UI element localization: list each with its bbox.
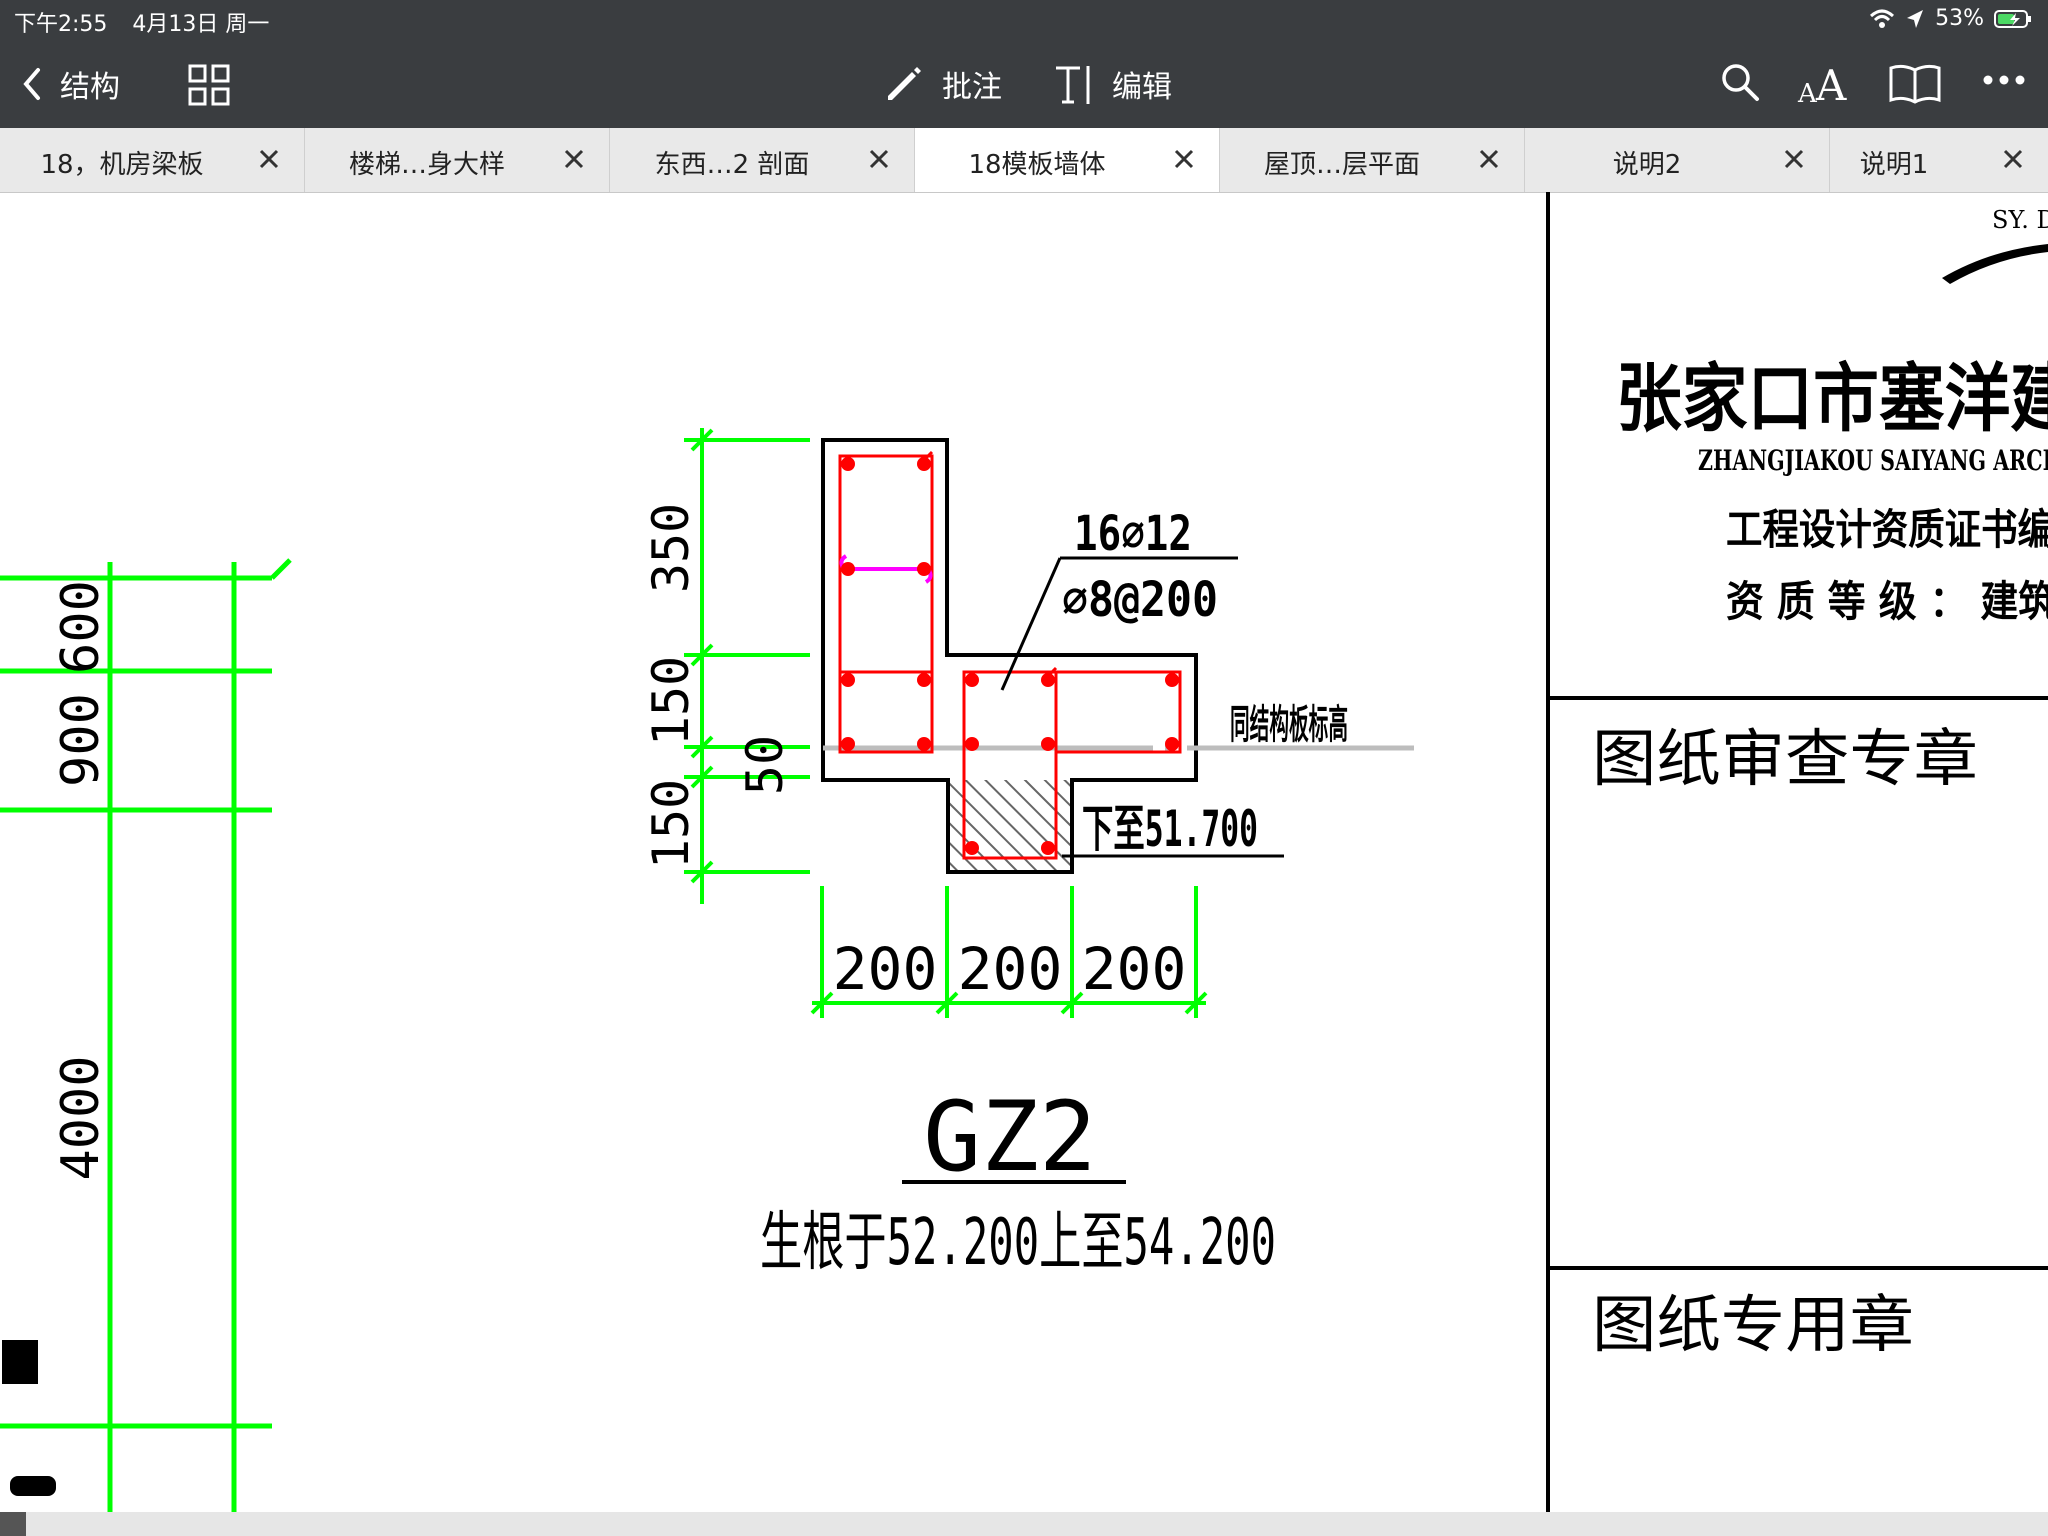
horizontal-dimension-labels: 200 200 200 (833, 935, 1187, 1003)
tab-5[interactable]: 屋顶…层平面 (1220, 128, 1525, 192)
font-size-small-a: A (1797, 79, 1818, 108)
edit-label: 编辑 (1112, 70, 1172, 105)
tab-label: 楼梯…身大样 (348, 150, 505, 180)
book-icon (1889, 64, 1941, 104)
logo-text: SY. D (1992, 206, 2048, 234)
toolbar: 结构 批注 编辑 A A (0, 40, 2048, 128)
back-button[interactable]: 结构 (22, 62, 120, 106)
dim-left-4000: 4000 (51, 1055, 111, 1180)
text-cursor-icon (1056, 66, 1090, 104)
dim-vert-150a: 150 (642, 656, 700, 746)
annotate-button[interactable]: 批注 (884, 62, 1002, 106)
close-icon[interactable] (1779, 142, 1809, 176)
annotate-label: 批注 (942, 70, 1002, 105)
rebar-callout: 16⌀12 ⌀8@200 (1000, 506, 1238, 691)
company-name-en: ZHANGJIAKOU SAIYANG ARCH (1698, 444, 2048, 477)
tab-label: 18，机房梁板 (40, 150, 204, 180)
rebar-points (841, 457, 1179, 855)
close-icon[interactable] (1998, 142, 2028, 176)
status-date: 4月13日 周一 (132, 12, 270, 37)
dim-left-900: 900 (51, 693, 111, 787)
font-size-large-a: A (1815, 61, 1847, 108)
search-button[interactable] (1720, 62, 1760, 102)
font-size-button[interactable]: A A (1796, 58, 1856, 108)
dim-horiz-200a: 200 (833, 935, 938, 1003)
font-size-icon: A A (1797, 61, 1847, 108)
thumbnails-button[interactable] (188, 64, 230, 106)
close-icon[interactable] (254, 142, 284, 176)
tab-6[interactable]: 说明2 (1525, 128, 1830, 192)
close-icon[interactable] (559, 142, 589, 176)
tab-label: 屋顶…层平面 (1263, 150, 1420, 180)
company-logo-swoosh (1942, 244, 2048, 284)
document-tabs: 18，机房梁板 楼梯…身大样 东西…2 剖面 18模板墙体 屋顶…层平面 说明2… (0, 128, 2048, 193)
dim-left-600: 600 (51, 580, 111, 674)
column-title: GZ2 (923, 1081, 1096, 1193)
reading-mode-button[interactable] (1888, 62, 1942, 104)
bottom-elevation-callout: 下至51.700 (1062, 800, 1284, 858)
dim-vert-350: 350 (642, 503, 700, 593)
close-icon[interactable] (1169, 142, 1199, 176)
horizontal-dimension (810, 886, 1208, 1018)
title-block: SY. D 张家口市塞洋建 ZHANGJIAKOU SAIYANG ARCH 工… (1546, 192, 2048, 1512)
status-left: 下午2:55 4月13日 周一 (14, 6, 269, 38)
dim-horiz-200b: 200 (958, 935, 1063, 1003)
tab-label: 说明2 (1612, 150, 1682, 180)
status-time: 下午2:55 (14, 12, 108, 37)
battery-icon (1994, 9, 2031, 28)
certificate-line: 工程设计资质证书编 (1726, 505, 2048, 554)
more-icon (1983, 75, 2025, 85)
pencil-icon (888, 67, 921, 100)
tab-label: 东西…2 剖面 (654, 150, 810, 180)
dim-horiz-200c: 200 (1082, 935, 1187, 1003)
more-button[interactable] (1982, 70, 2026, 90)
search-icon (1722, 64, 1759, 101)
tab-label: 说明1 (1859, 150, 1929, 180)
back-label: 结构 (60, 70, 120, 105)
cropped-annotation (2, 1340, 56, 1496)
special-stamp-label: 图纸专用章 (1592, 1288, 1914, 1361)
tab-4[interactable]: 18模板墙体 (915, 128, 1220, 192)
tab-2[interactable]: 楼梯…身大样 (305, 128, 610, 192)
status-right: 53% (1869, 6, 2034, 31)
status-bar: 下午2:55 4月13日 周一 53% (0, 0, 2048, 40)
company-name: 张家口市塞洋建 (1616, 356, 2048, 442)
edit-button[interactable]: 编辑 (1054, 62, 1172, 106)
scroll-knob[interactable] (0, 1512, 26, 1536)
bottom-scroll-strip[interactable] (0, 1512, 2048, 1536)
column-range: 生根于52.200上至54.200 (760, 1206, 1276, 1280)
battery-percent: 53% (1935, 6, 1984, 31)
grade-line: 资 质 等 级 ： 建筑 (1726, 577, 2048, 626)
tab-3[interactable]: 东西…2 剖面 (610, 128, 915, 192)
review-stamp-label: 图纸审查专章 (1592, 722, 1978, 795)
close-icon[interactable] (864, 142, 894, 176)
left-elevation-grid (0, 558, 292, 1512)
location-icon (1907, 9, 1924, 28)
rebar-main-label: 16⌀12 (1074, 506, 1192, 562)
wifi-icon (1870, 9, 1895, 28)
grid-icon (188, 64, 230, 106)
vertical-dimension (684, 428, 810, 904)
column-outline (821, 438, 1198, 874)
drawing-canvas[interactable]: 600 900 4000 350 150 50 150 (0, 192, 2048, 1512)
chevron-left-icon (23, 68, 40, 100)
dim-vert-150b: 150 (642, 779, 700, 869)
rebar-stirrup-label: ⌀8@200 (1062, 572, 1218, 628)
tab-label: 18模板墙体 (968, 150, 1106, 180)
close-icon[interactable] (1474, 142, 1504, 176)
bottom-elevation-label: 下至51.700 (1082, 800, 1258, 858)
tab-1[interactable]: 18，机房梁板 (0, 128, 305, 192)
vertical-dimension-labels: 350 150 50 150 (642, 503, 794, 869)
rebar-cage (838, 450, 1182, 860)
tab-7[interactable]: 说明1 (1830, 128, 2048, 192)
dim-vert-50: 50 (736, 735, 794, 795)
slab-elevation-label: 同结构板标高 (1230, 702, 1348, 748)
left-dimension-labels: 600 900 4000 (51, 580, 111, 1181)
